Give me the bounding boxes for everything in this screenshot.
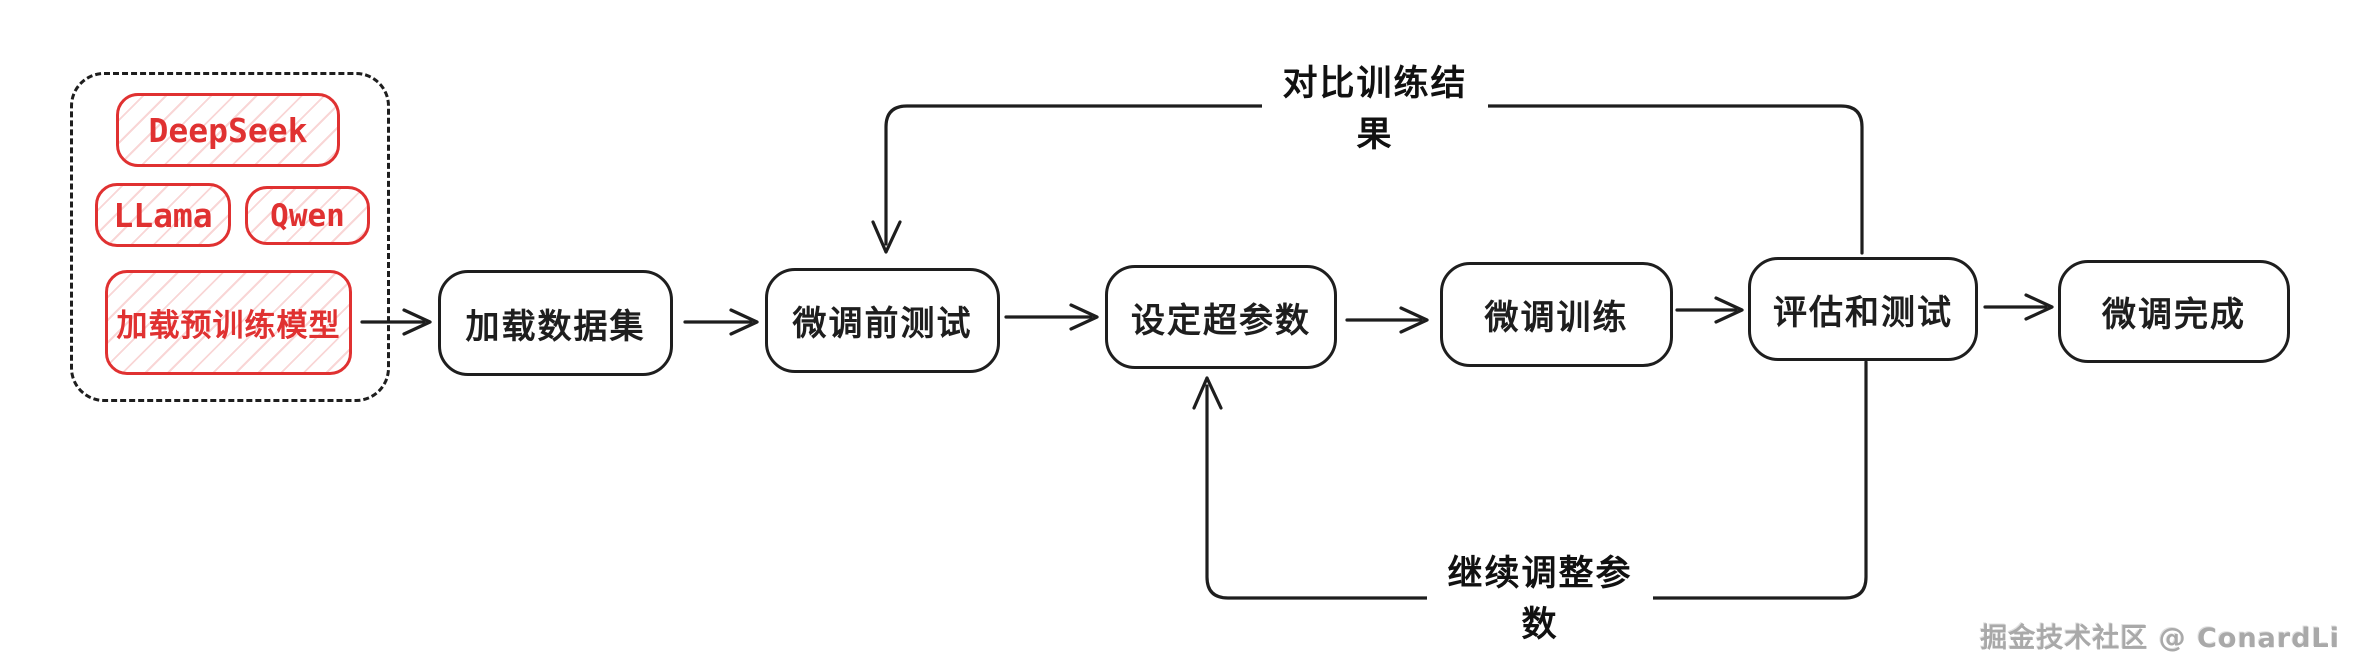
edge-label-compare-results-text: 对比训练结果 xyxy=(1282,64,1468,155)
node-pre-finetune-test-label: 微调前测试 xyxy=(792,304,973,344)
arrow-eval-to-done xyxy=(1983,293,2054,321)
node-deepseek-label: DeepSeek xyxy=(148,110,308,150)
node-llama: LLama xyxy=(95,183,231,247)
node-load-dataset-label: 加载数据集 xyxy=(465,306,646,347)
node-qwen: Qwen xyxy=(245,186,370,245)
node-load-pretrained-model-label: 加载预训练模型 xyxy=(116,308,341,344)
node-qwen-label: Qwen xyxy=(270,197,345,234)
watermark-text: 掘金技术社区 @ ConardLi xyxy=(1980,623,2340,654)
edge-label-adjust-params-text: 继续调整参数 xyxy=(1447,554,1633,645)
watermark: 掘金技术社区 @ ConardLi xyxy=(1980,616,2340,655)
edge-label-compare-results: 对比训练结果 xyxy=(1262,64,1488,155)
node-finetune-training-label: 微调训练 xyxy=(1484,298,1629,338)
node-pre-finetune-test: 微调前测试 xyxy=(765,268,1000,373)
node-evaluate-test: 评估和测试 xyxy=(1748,257,1978,361)
node-finetune-done-label: 微调完成 xyxy=(2102,295,2246,335)
edge-label-adjust-params: 继续调整参数 xyxy=(1427,554,1653,645)
arrow-dataset-to-pretest xyxy=(683,308,759,336)
arrow-pretest-to-hyperparams xyxy=(1004,303,1099,331)
arrow-hyperparams-to-training xyxy=(1345,306,1429,334)
node-load-pretrained-model: 加载预训练模型 xyxy=(105,270,352,375)
arrow-pretrained-to-dataset xyxy=(360,308,432,336)
node-finetune-training: 微调训练 xyxy=(1440,262,1673,367)
pretrained-model-group xyxy=(70,72,390,402)
node-set-hyperparams: 设定超参数 xyxy=(1105,265,1337,369)
arrow-training-to-eval xyxy=(1675,296,1744,324)
node-set-hyperparams-label: 设定超参数 xyxy=(1131,300,1311,341)
node-deepseek: DeepSeek xyxy=(116,93,340,167)
node-finetune-done: 微调完成 xyxy=(2058,260,2290,363)
node-evaluate-test-label: 评估和测试 xyxy=(1773,292,1953,333)
node-load-dataset: 加载数据集 xyxy=(438,270,673,376)
node-llama-label: LLama xyxy=(113,195,213,235)
